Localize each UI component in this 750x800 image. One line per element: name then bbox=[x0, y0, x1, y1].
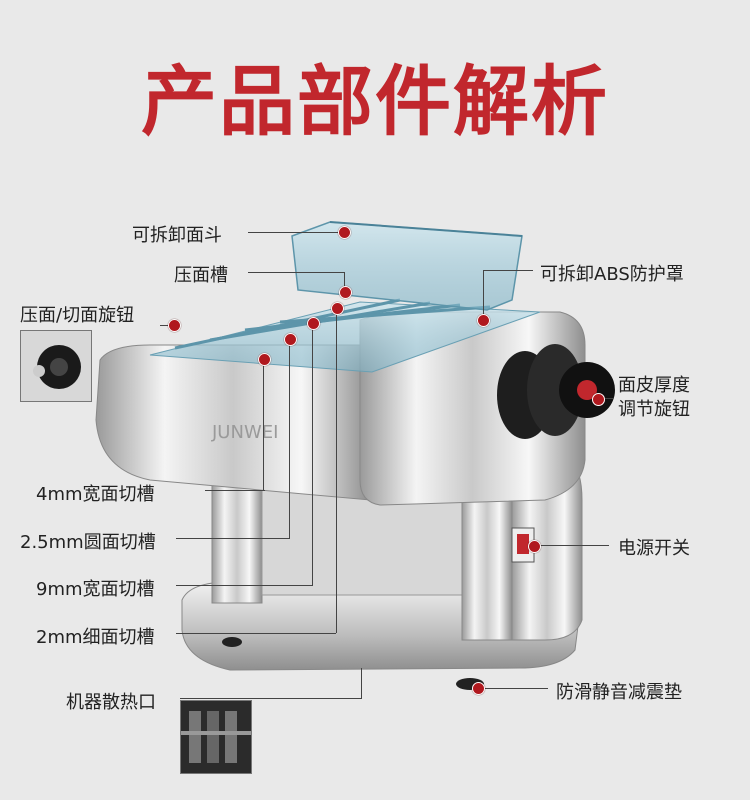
label-cut-9mm: 9mm宽面切槽 bbox=[36, 579, 155, 600]
leader-line bbox=[483, 270, 533, 271]
marker-cut-9mm bbox=[307, 317, 320, 330]
label-cut-2mm: 2mm细面切槽 bbox=[36, 627, 155, 648]
marker-abs-cover bbox=[477, 314, 490, 327]
marker-knob bbox=[168, 319, 181, 332]
label-pads: 防滑静音减震垫 bbox=[556, 682, 682, 703]
marker-power-switch bbox=[528, 540, 541, 553]
label-thickness-knob: 面皮厚度 调节旋钮 bbox=[618, 374, 690, 422]
power-switch-shape bbox=[511, 527, 535, 563]
leader-line bbox=[176, 585, 313, 586]
leader-line bbox=[176, 538, 290, 539]
brand-watermark: JUNWEI bbox=[211, 422, 278, 443]
rubber-pad bbox=[222, 637, 242, 647]
thickness-knob bbox=[497, 344, 615, 439]
leader-line bbox=[248, 232, 342, 233]
hopper-shape bbox=[291, 221, 523, 311]
marker-pressing-slot bbox=[339, 286, 352, 299]
leader-line bbox=[478, 688, 548, 689]
page-title: 产品部件解析 bbox=[141, 57, 609, 146]
leader-line bbox=[248, 272, 344, 273]
label-hopper: 可拆卸面斗 bbox=[132, 225, 222, 246]
marker-hopper bbox=[338, 226, 351, 239]
leader-line bbox=[160, 325, 172, 326]
leader-line bbox=[180, 698, 362, 699]
leader-line bbox=[312, 322, 313, 585]
label-thickness-knob-line1: 面皮厚度 bbox=[618, 375, 690, 396]
marker-thickness-knob bbox=[592, 393, 605, 406]
leader-line bbox=[263, 358, 264, 490]
marker-cut-2mm bbox=[331, 302, 344, 315]
vent-detail-thumbnail bbox=[180, 700, 252, 774]
marker-cut-4mm bbox=[258, 353, 271, 366]
leader-line bbox=[176, 633, 336, 634]
label-thickness-knob-line2: 调节旋钮 bbox=[618, 399, 690, 420]
leader-line bbox=[534, 545, 609, 546]
label-cut-4mm: 4mm宽面切槽 bbox=[36, 484, 155, 505]
leader-line bbox=[483, 270, 484, 320]
leader-line bbox=[205, 490, 265, 491]
leader-line bbox=[344, 272, 345, 292]
label-abs-cover: 可拆卸ABS防护罩 bbox=[540, 264, 684, 285]
knob-detail-thumbnail bbox=[20, 330, 92, 402]
label-power-switch: 电源开关 bbox=[618, 538, 690, 559]
label-vent: 机器散热口 bbox=[66, 692, 156, 713]
leader-line bbox=[598, 398, 613, 399]
leader-line bbox=[361, 668, 362, 698]
leader-line bbox=[289, 338, 290, 538]
marker-pads bbox=[472, 682, 485, 695]
label-cut-2-5mm: 2.5mm圆面切槽 bbox=[20, 532, 156, 553]
leader-line bbox=[336, 307, 337, 633]
label-knob: 压面/切面旋钮 bbox=[20, 305, 135, 326]
marker-cut-2-5mm bbox=[284, 333, 297, 346]
label-pressing-slot: 压面槽 bbox=[174, 265, 228, 286]
